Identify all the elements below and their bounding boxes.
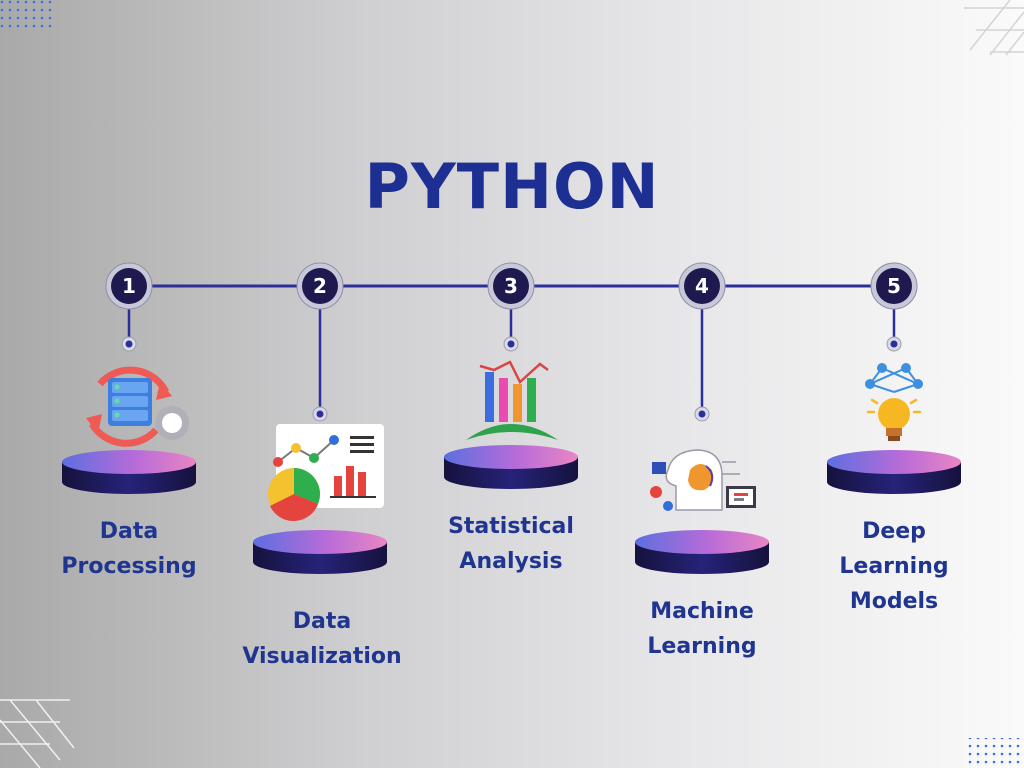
step-4-label: Machine Learning <box>607 594 797 664</box>
step-2-label-line2: Visualization <box>242 644 402 669</box>
step-3-number: 3 <box>504 274 518 298</box>
step-4-label-line1: Machine <box>650 599 754 624</box>
step-1-label-line2: Processing <box>61 554 197 579</box>
platform-1 <box>62 450 196 494</box>
hatch-top-right <box>964 0 1024 56</box>
connectors <box>127 306 896 412</box>
data-visualization-icon <box>268 424 384 522</box>
step-5-label-line3: Models <box>849 589 939 614</box>
step-2-marker: 2 <box>296 262 344 310</box>
data-processing-icon <box>86 366 189 447</box>
page-title: PYTHON <box>364 150 660 223</box>
step-4-number: 4 <box>695 274 709 298</box>
platform-5 <box>827 450 961 494</box>
step-1-label-line1: Data <box>99 519 159 544</box>
dots-top-left <box>0 0 54 30</box>
step-3-label: Statistical Analysis <box>416 509 606 579</box>
step-1-marker: 1 <box>105 262 153 310</box>
platform-2 <box>253 530 387 574</box>
step-4-marker: 4 <box>678 262 726 310</box>
step-2-label-line1: Data <box>292 609 352 634</box>
step-3-label-line2: Analysis <box>459 549 563 574</box>
step-1-label: Data Processing <box>34 514 224 584</box>
step-3-marker: 3 <box>487 262 535 310</box>
step-5-number: 5 <box>887 274 901 298</box>
platform-4 <box>635 530 769 574</box>
step-5-marker: 5 <box>870 262 918 310</box>
step-5-label-line2: Learning <box>839 554 949 579</box>
step-2-label: Data Visualization <box>227 604 417 674</box>
step-5-label: Deep Learning Models <box>799 514 989 619</box>
statistical-analysis-icon <box>466 360 558 440</box>
machine-learning-icon <box>650 449 756 511</box>
dots-bottom-right <box>968 738 1024 768</box>
step-5-label-line1: Deep <box>862 519 926 544</box>
connector-dots <box>121 336 902 422</box>
step-3-label-line1: Statistical <box>448 514 574 539</box>
hatch-bottom-left <box>0 699 75 768</box>
step-2-number: 2 <box>313 274 327 298</box>
deep-learning-icon <box>865 363 923 441</box>
platform-3 <box>444 445 578 489</box>
step-4-label-line2: Learning <box>647 634 757 659</box>
step-1-number: 1 <box>122 274 136 298</box>
